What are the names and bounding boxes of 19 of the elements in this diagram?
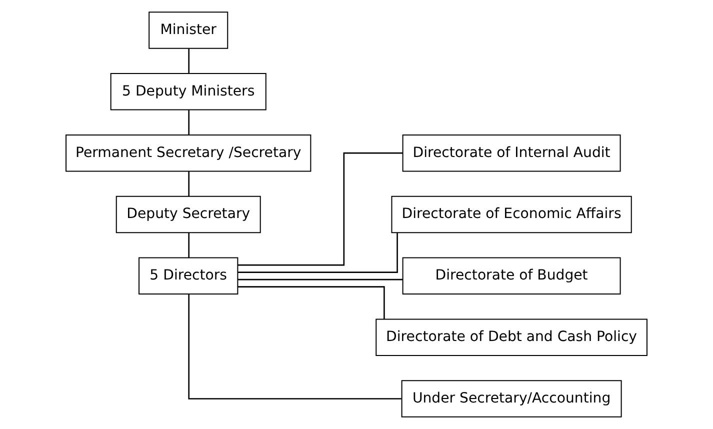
node-box: 5 Directors (138, 257, 238, 295)
node-box: Minister (148, 12, 228, 49)
node-box: Under Secretary/Accounting (401, 380, 622, 418)
connector (188, 232, 190, 258)
connector (188, 110, 190, 135)
node-box: Directorate of Economic Affairs (391, 196, 632, 234)
node-box: Deputy Secretary (116, 196, 261, 234)
node-box: Directorate of Debt and Cash Policy (376, 318, 648, 356)
connector (188, 48, 190, 74)
node-box: Directorate of Budget (402, 257, 621, 295)
connector (238, 278, 403, 280)
connector (238, 286, 385, 320)
node-box: Permanent Secretary /Secretary (66, 134, 312, 172)
connector (238, 232, 398, 273)
node-box: Directorate of Internal Audit (402, 134, 621, 172)
connector (188, 172, 190, 196)
connector (188, 294, 402, 400)
node-box: 5 Deputy Ministers (110, 73, 266, 110)
connector (238, 152, 403, 266)
